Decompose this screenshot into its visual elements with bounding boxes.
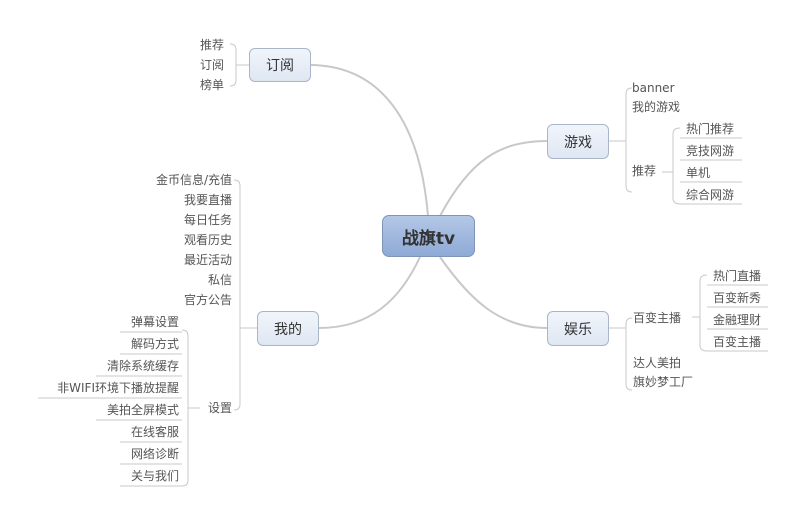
leaf-games-recommend[interactable]: 综合网游: [686, 188, 735, 202]
leaf-entertainment[interactable]: 达人美拍: [633, 356, 682, 370]
leaf-entertainment-anchor[interactable]: 热门直播: [713, 269, 762, 283]
leaf-mine[interactable]: 官方公告: [183, 293, 232, 307]
root-node[interactable]: 战旗tv: [382, 215, 475, 257]
node-subscribe[interactable]: 订阅: [249, 48, 311, 82]
leaf-games-recommend[interactable]: 竞技网游: [686, 144, 735, 158]
leaf-subscribe[interactable]: 推荐: [199, 38, 224, 52]
leaf-games[interactable]: 我的游戏: [632, 100, 681, 114]
leaf-entertainment-anchor[interactable]: 百变新秀: [713, 291, 762, 305]
node-mine[interactable]: 我的: [257, 311, 319, 346]
leaf-mine[interactable]: 私信: [207, 273, 232, 287]
leaf-games-recommend[interactable]: 热门推荐: [686, 122, 735, 136]
leaf-setting[interactable]: 清除系统缓存: [106, 359, 179, 373]
leaf-setting[interactable]: 在线客服: [130, 425, 179, 439]
leaf-mine[interactable]: 每日任务: [183, 213, 232, 227]
leaf-entertainment-anchor[interactable]: 金融理财: [713, 313, 762, 327]
leaf-games[interactable]: 推荐: [632, 164, 657, 178]
leaf-games[interactable]: banner: [632, 81, 675, 95]
leaf-mine[interactable]: 观看历史: [183, 233, 232, 247]
leaf-setting[interactable]: 美拍全屏模式: [106, 403, 179, 417]
leaf-setting[interactable]: 弹幕设置: [130, 315, 179, 329]
leaf-setting[interactable]: 网络诊断: [130, 447, 179, 461]
leaf-subscribe[interactable]: 订阅: [199, 58, 224, 72]
leaf-entertainment[interactable]: 百变主播: [633, 311, 682, 325]
leaf-mine[interactable]: 金币信息/充值: [155, 173, 232, 187]
leaf-mine-settings[interactable]: 设置: [207, 401, 232, 415]
leaf-mine[interactable]: 我要直播: [183, 193, 232, 207]
leaf-subscribe[interactable]: 榜单: [199, 78, 224, 92]
leaf-mine[interactable]: 最近活动: [183, 253, 232, 267]
leaf-setting[interactable]: 关与我们: [130, 469, 179, 483]
leaf-setting[interactable]: 解码方式: [130, 337, 179, 351]
leaf-games-recommend[interactable]: 单机: [686, 166, 711, 180]
leaf-setting[interactable]: 非WIFI环境下播放提醒: [57, 381, 179, 395]
leaf-entertainment[interactable]: 旗妙梦工厂: [633, 375, 694, 389]
leaf-entertainment-anchor[interactable]: 百变主播: [713, 335, 762, 349]
node-entertainment[interactable]: 娱乐: [547, 311, 609, 346]
node-games[interactable]: 游戏: [547, 124, 609, 159]
